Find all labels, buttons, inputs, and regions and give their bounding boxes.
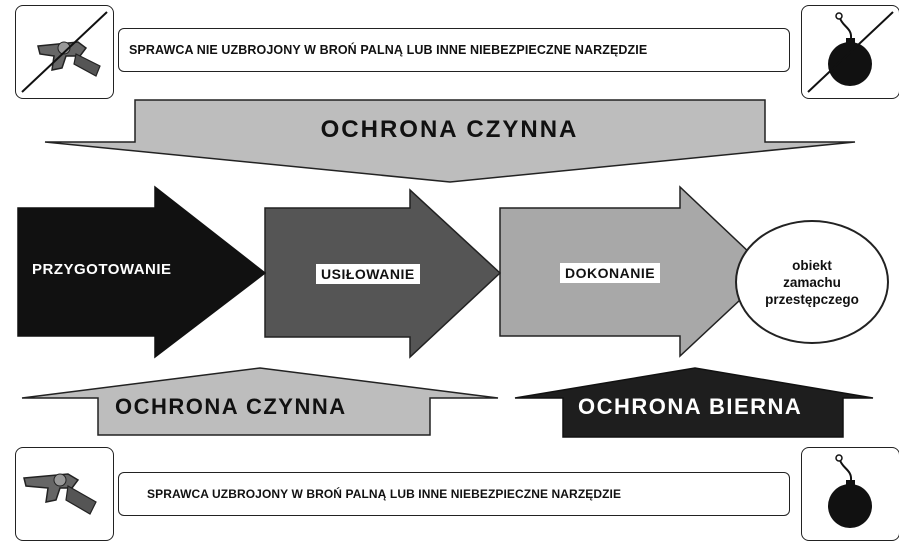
top-arrow-label: OCHRONA CZYNNA	[320, 116, 579, 143]
top-down-arrow	[44, 99, 856, 183]
top-banner-text: SPRAWCA NIE UZBROJONY W BROŃ PALNĄ LUB I…	[129, 43, 648, 57]
crossed-out-bomb-icon	[801, 5, 899, 99]
przygotowanie-arrow	[17, 185, 267, 359]
stage-dokonanie-label: DOKONANIE	[560, 263, 661, 283]
target-object-label: obiekt zamachu przestępczego	[765, 257, 859, 307]
stage-usilowanie-label: USIŁOWANIE	[316, 264, 420, 284]
bottom-left-up-arrow	[21, 367, 499, 436]
bottom-banner-text: SPRAWCA UZBROJONY W BROŃ PALNĄ LUB INNE …	[147, 487, 622, 501]
stage-przygotowanie-label: PRZYGOTOWANIE	[32, 261, 172, 278]
target-object-circle: obiekt zamachu przestępczego	[735, 220, 889, 344]
bottom-left-arrow-label: OCHRONA CZYNNA	[115, 394, 347, 419]
revolver-icon	[15, 447, 114, 541]
bottom-right-up-arrow	[514, 367, 874, 438]
bomb-icon	[801, 447, 899, 541]
bottom-right-arrow-label: OCHRONA BIERNA	[578, 394, 803, 419]
crossed-out-revolver-icon	[15, 5, 114, 99]
bottom-banner: SPRAWCA UZBROJONY W BROŃ PALNĄ LUB INNE …	[118, 472, 790, 516]
top-banner: SPRAWCA NIE UZBROJONY W BROŃ PALNĄ LUB I…	[118, 28, 790, 72]
